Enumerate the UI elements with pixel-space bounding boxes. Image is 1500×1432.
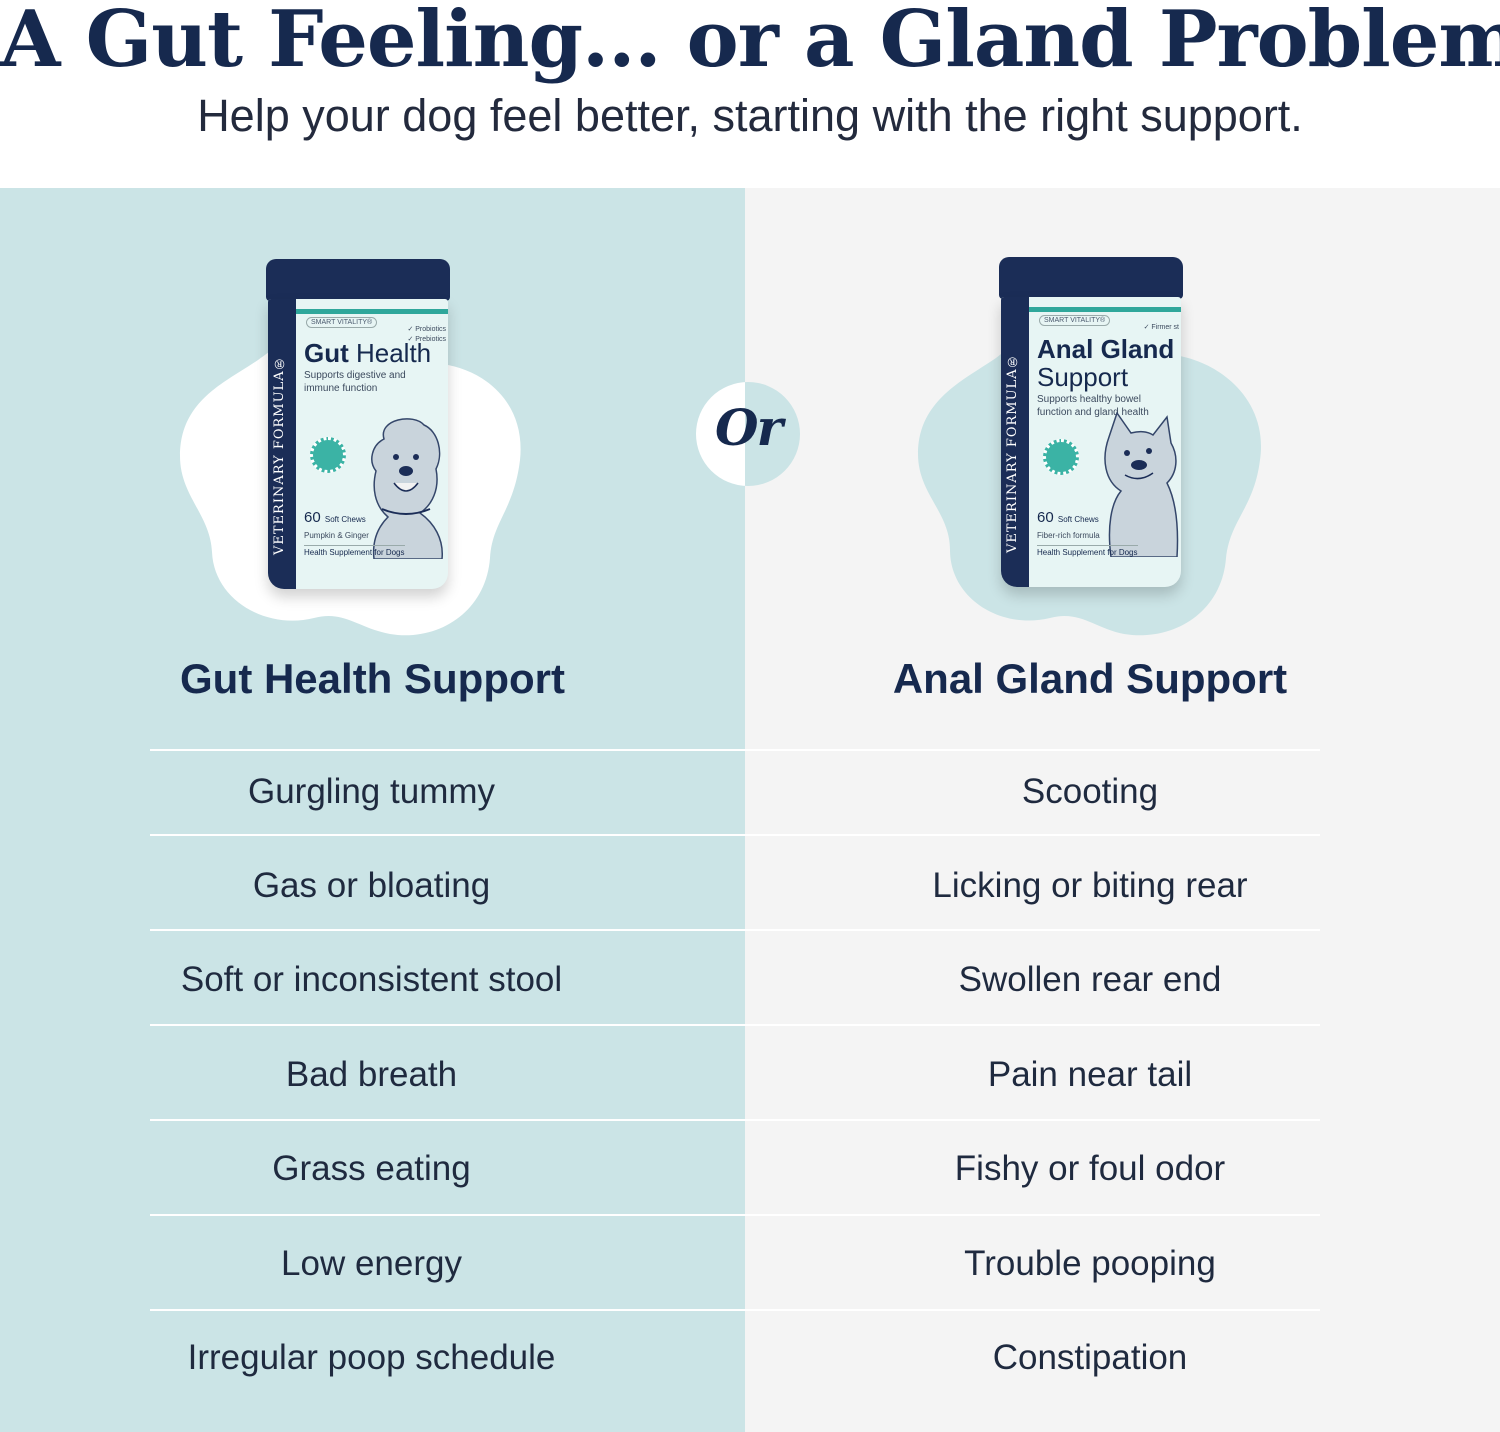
product-line-tag: SMART VITALITY® <box>306 317 378 328</box>
bulldog-sketch-icon <box>1104 411 1179 557</box>
gland-symptom-item: Pain near tail <box>987 1055 1193 1094</box>
flavor-text: Pumpkin & Ginger <box>304 531 369 540</box>
product-name-rest: Health <box>348 338 432 368</box>
row-divider <box>150 929 745 931</box>
row-divider <box>150 1214 745 1216</box>
gland-symptom-item: Scooting <box>1021 772 1159 811</box>
row-divider <box>745 749 1320 751</box>
supplement-text: Health Supplement for Dogs <box>304 545 405 557</box>
product-line-tag: SMART VITALITY® <box>1039 315 1111 326</box>
gut-symptom-item: Bad breath <box>285 1055 458 1094</box>
jar-lid <box>999 257 1183 299</box>
row-divider <box>745 1214 1320 1216</box>
row-divider <box>150 834 745 836</box>
gland-symptom-item: Fishy or foul odor <box>954 1149 1226 1188</box>
gland-symptom-item: Trouble pooping <box>964 1244 1216 1283</box>
gut-symptom-item: Soft or inconsistent stool <box>180 960 563 999</box>
brand-name: VETERINARY FORMULA® <box>272 354 287 555</box>
benefit-check-2: ✓ Prebiotics <box>407 336 446 343</box>
label-band <box>268 299 296 589</box>
chew-count: 60 Soft Chews <box>304 509 366 526</box>
jar-label: VETERINARY FORMULA® SMART VITALITY® ✓ Fi… <box>1001 297 1181 587</box>
page-subtitle: Help your dog feel better, starting with… <box>197 90 1303 141</box>
row-divider <box>745 834 1320 836</box>
product-description: Supports healthy bowel function and glan… <box>1037 394 1149 418</box>
product-description: Supports digestive and immune function <box>304 370 406 394</box>
row-divider <box>150 1119 745 1121</box>
row-divider <box>150 749 745 751</box>
header: A Gut Feeling... or a Gland Problem? Hel… <box>0 0 1500 188</box>
anal-gland-product-jar: VETERINARY FORMULA® SMART VITALITY® ✓ Fi… <box>999 257 1183 587</box>
gut-symptom-item: Gas or bloating <box>252 866 491 905</box>
chew-count: 60 Soft Chews <box>1037 509 1099 526</box>
product-name-rest: Support <box>1037 362 1129 392</box>
anal-gland-heading: Anal Gland Support <box>892 655 1288 702</box>
benefit-check-1: ✓ Firmer st <box>1143 324 1179 331</box>
row-divider <box>150 1309 745 1311</box>
chew-count-number: 60 <box>304 509 321 526</box>
brand-name: VETERINARY FORMULA® <box>1005 352 1020 553</box>
or-badge <box>696 382 800 486</box>
gut-symptom-item: Low energy <box>281 1244 462 1283</box>
jar-lid <box>266 259 450 301</box>
label-stripe <box>1001 307 1181 312</box>
gut-symptom-item: Irregular poop schedule <box>187 1338 556 1377</box>
row-divider <box>745 1119 1320 1121</box>
chew-count-number: 60 <box>1037 509 1054 526</box>
gut-symptom-item: Grass eating <box>272 1149 471 1188</box>
chew-count-unit: Soft Chews <box>324 515 366 524</box>
row-divider <box>150 1024 745 1026</box>
dog-sketch-icon <box>371 418 443 559</box>
label-stripe <box>268 309 448 314</box>
chew-count-unit: Soft Chews <box>1057 515 1099 524</box>
vet-seal-icon <box>1043 439 1079 475</box>
product-name: Gut Health <box>304 339 431 367</box>
gut-symptom-item: Gurgling tummy <box>247 772 496 811</box>
gland-symptom-item: Constipation <box>992 1338 1188 1377</box>
product-name-bold: Anal Gland <box>1037 334 1175 364</box>
product-name-bold: Gut <box>304 338 349 368</box>
label-band <box>1001 297 1029 587</box>
jar-label: VETERINARY FORMULA® SMART VITALITY® ✓ Pr… <box>268 299 448 589</box>
gut-health-product-jar: VETERINARY FORMULA® SMART VITALITY® ✓ Pr… <box>266 259 450 589</box>
benefit-check-1: ✓ Probiotics <box>407 326 446 333</box>
row-divider <box>745 929 1320 931</box>
vet-seal-icon <box>310 437 346 473</box>
formula-text: Fiber-rich formula <box>1037 531 1100 540</box>
gut-health-heading: Gut Health Support <box>180 655 565 702</box>
gland-symptom-item: Licking or biting rear <box>932 866 1248 905</box>
page-title: A Gut Feeling... or a Gland Problem? <box>0 0 1500 85</box>
row-divider <box>745 1024 1320 1026</box>
gland-symptom-item: Swollen rear end <box>958 960 1222 999</box>
or-divider-text: Or <box>715 398 783 457</box>
row-divider <box>745 1309 1320 1311</box>
supplement-text: Health Supplement for Dogs <box>1037 545 1138 557</box>
